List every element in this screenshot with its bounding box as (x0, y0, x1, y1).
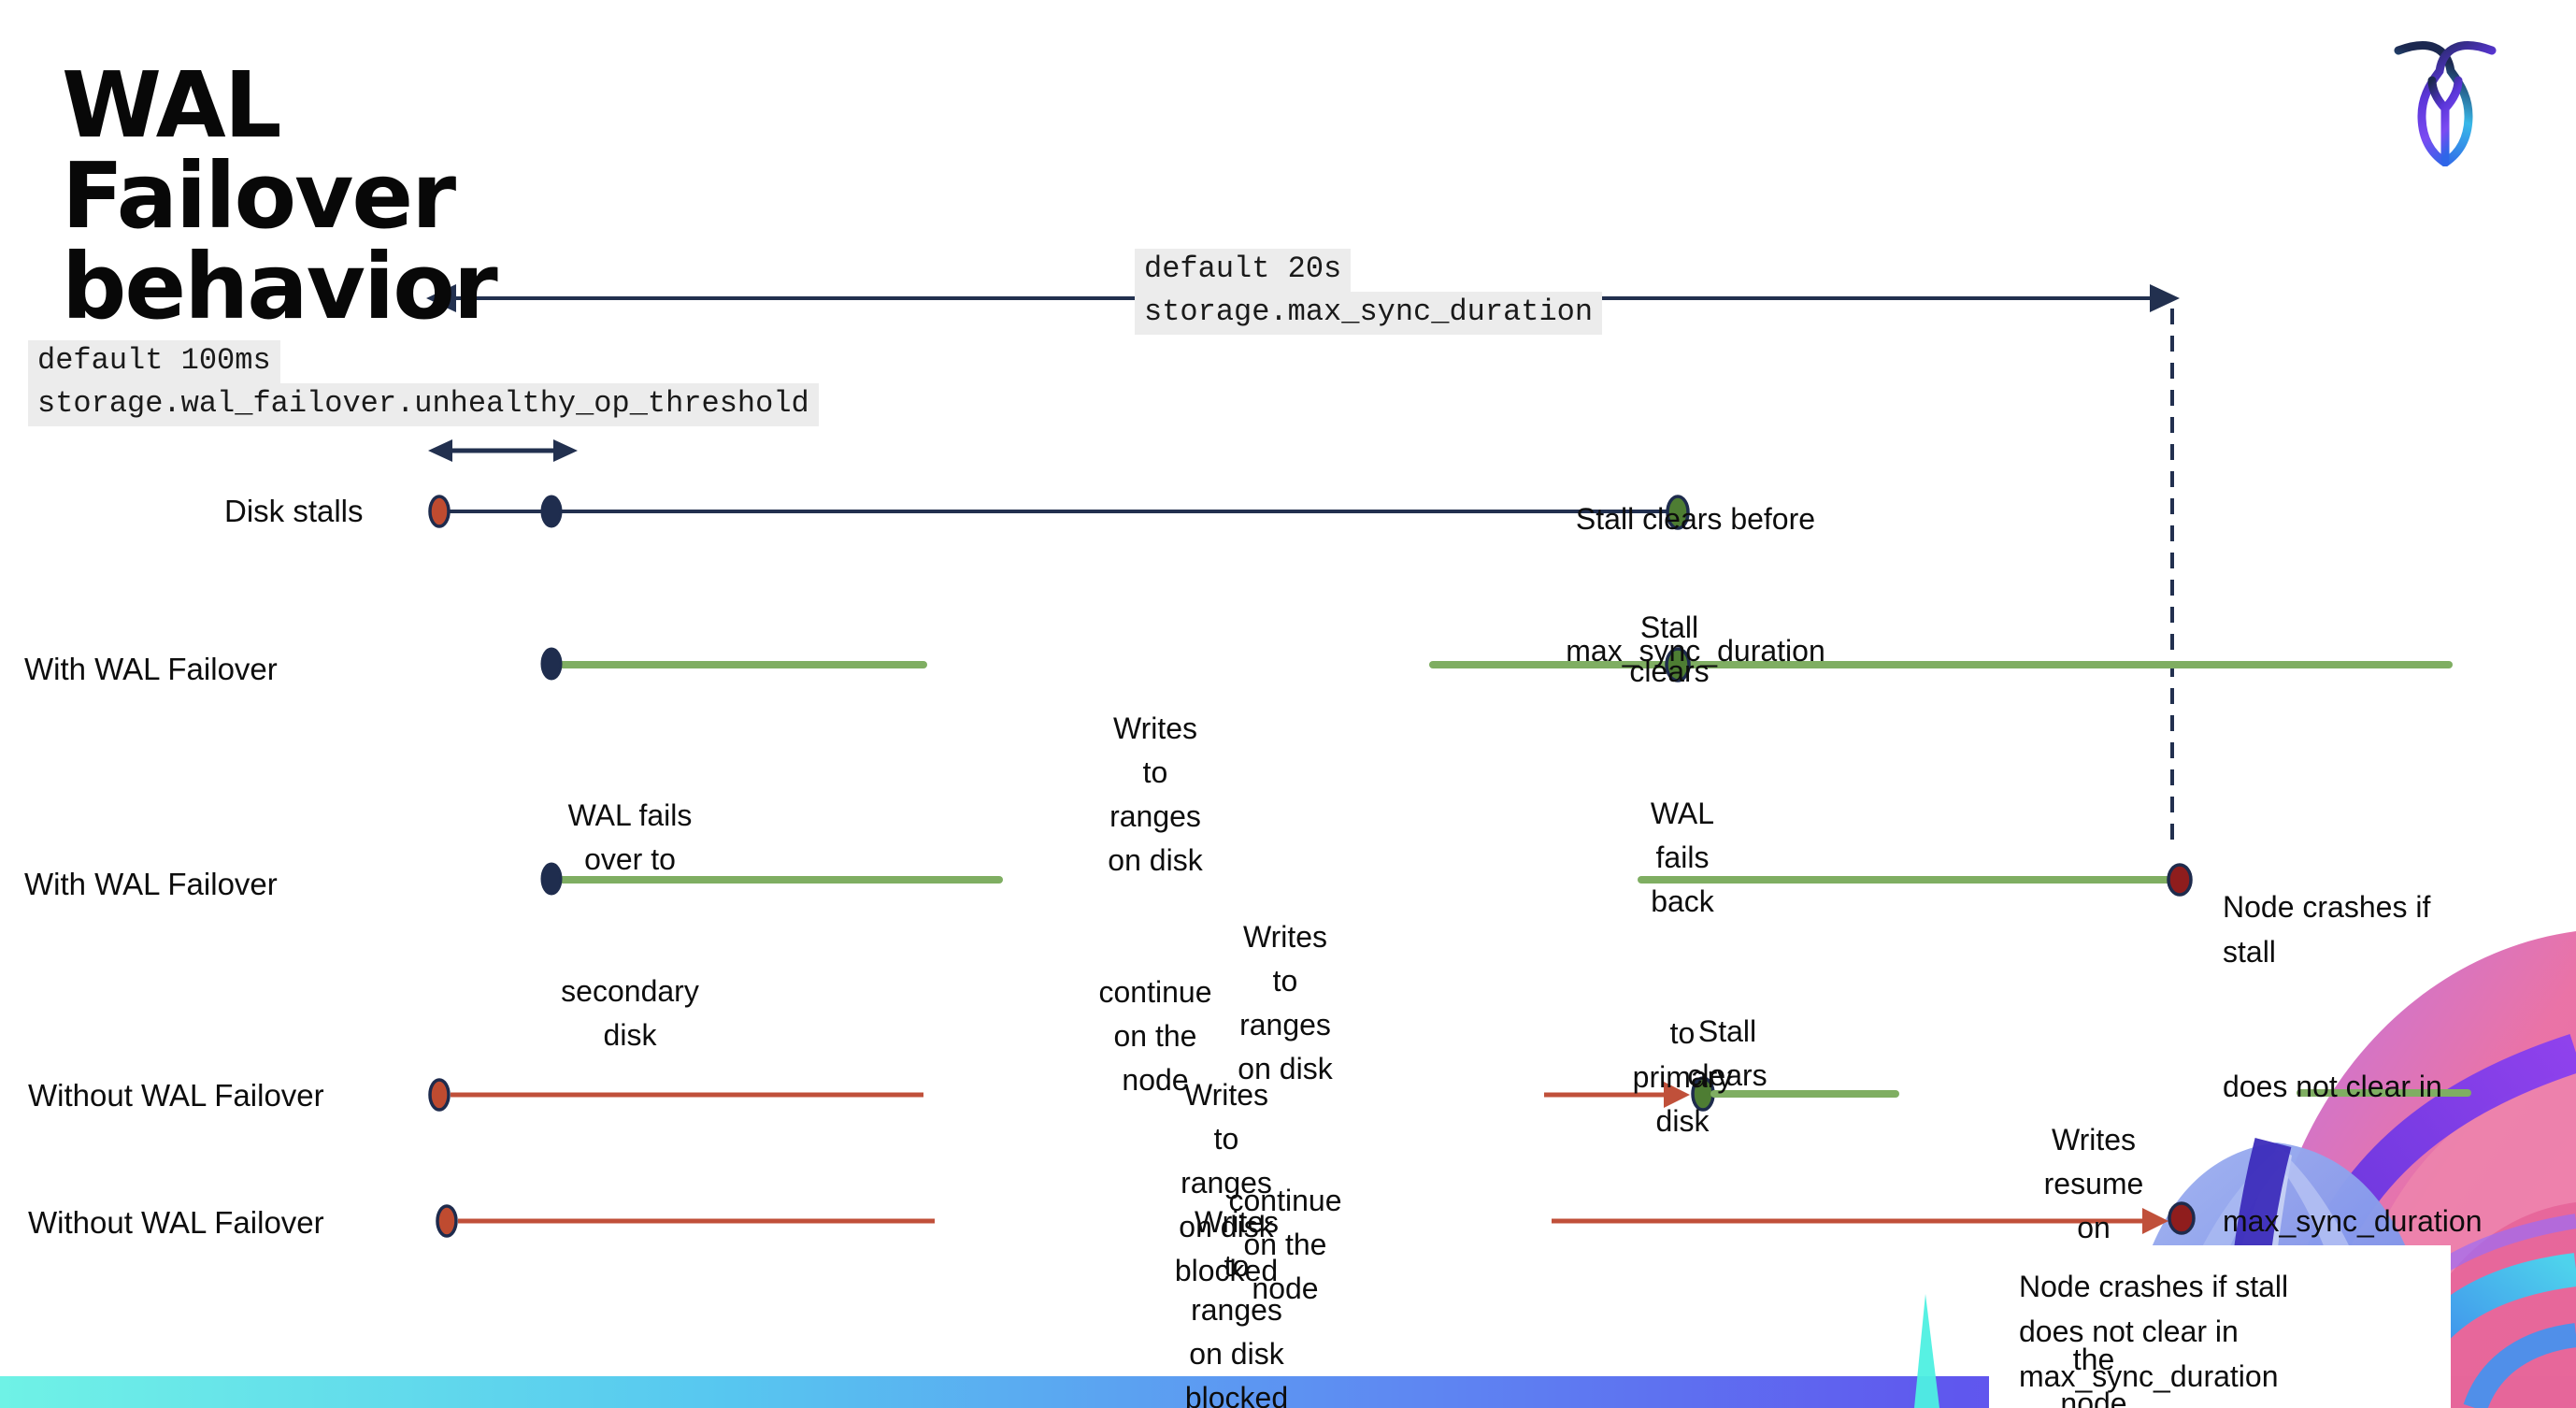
row-label-without-wal-failover-2: Without WAL Failover (28, 1205, 324, 1240)
arrowhead-right-icon (2150, 284, 2180, 312)
failover-dot (540, 647, 563, 681)
node-crash-dot (2167, 863, 2193, 897)
annotation-node-crashes: Node crashes if stall does not clear in … (2223, 795, 2482, 1333)
stall-clears-dot (1666, 495, 1690, 530)
stall-start-dot (428, 495, 451, 528)
row-label-with-wal-failover-1: With WAL Failover (24, 652, 278, 686)
stall-start-dot (428, 1078, 451, 1112)
arrowhead-right-icon (1664, 1082, 1690, 1108)
page-title: WAL Failover behavior (62, 52, 498, 339)
cockroachdb-logo-icon (2394, 41, 2497, 166)
art-cyan-sliver (1914, 1294, 1939, 1408)
annotation-stall-clears-4: Stall clears (1687, 1014, 1767, 1092)
max-sync-default-label: default 20s (1135, 249, 1352, 292)
annotation-stall-clears-2: Stall clears (1629, 611, 1710, 688)
arrowhead-left-icon (428, 439, 452, 462)
stall-clears-dot (1665, 647, 1691, 682)
annotation-line: max_sync_duration (2223, 1204, 2483, 1238)
threshold-setting-name: storage.wal_failover.unhealthy_op_thresh… (28, 383, 819, 426)
annotation-writes-continue-2: Writes to ranges on disk continue on the… (1229, 827, 1342, 1399)
row-label-with-wal-failover-2: With WAL Failover (24, 867, 278, 901)
annotation-line: continue on the node (1228, 1184, 1351, 1305)
annotation-line: Writes to ranges on disk (1108, 711, 1209, 877)
row-label-disk-stalls: Disk stalls (224, 494, 364, 528)
annotation-line: max_sync_duration (1566, 634, 1825, 668)
annotation-writes-continue-1: Writes to ranges on disk continue on the… (1099, 619, 1212, 1190)
annotation-line: Writes resume on (2043, 1123, 2153, 1244)
arrowhead-left-icon (426, 284, 456, 312)
annotation-line: Node crashes if stall (2223, 890, 2440, 969)
annotation-line: Writes to ranges on disk (1238, 920, 1339, 1085)
row-label-without-wal-failover-1: Without WAL Failover (28, 1078, 324, 1113)
annotation-line: continue on the node (1098, 975, 1221, 1097)
failover-dot (540, 862, 563, 896)
stall-start-dot (436, 1204, 458, 1238)
annotation-writes-resume: Writes resume on the node (2044, 1030, 2144, 1408)
annotation-line: to primary disk (1632, 1016, 1741, 1138)
annotation-line: secondary disk (561, 974, 708, 1052)
node-crash-dot (2168, 1201, 2196, 1235)
annotation-line: Stall clears before (1575, 502, 1816, 536)
annotation-wal-fails-over: WAL fails over to secondary disk (561, 706, 699, 1145)
callout-line: Node crashes if stall (2019, 1270, 2289, 1303)
annotation-writes-blocked-1: Writes to ranges on disk blocked (1174, 1078, 1291, 1287)
annotation-line: WAL fails over to (567, 798, 701, 876)
node-crashes-callout-text: Node crashes if stall does not clear in … (1989, 1245, 2451, 1399)
annotation-stall-clears-before: Stall clears before max_sync_duration (1566, 409, 1825, 761)
annotation-line: does not clear in (2223, 1070, 2442, 1103)
annotation-line: WAL fails back (1650, 797, 1726, 918)
annotation-wal-fails-back: WAL fails back to primary disk (1633, 704, 1733, 1231)
max-sync-setting-name: storage.max_sync_duration (1135, 292, 1603, 335)
callout-line: does not clear in (2019, 1315, 2239, 1348)
logo-inner-y (2427, 76, 2463, 164)
callout-line: max_sync_duration (2019, 1359, 2279, 1393)
annotation-writes-blocked-2: Writes to ranges on disk blocked (1184, 1205, 1301, 1408)
art-blue-arc (2463, 1323, 2576, 1408)
node-crashes-callout-box: Node crashes if stall does not clear in … (1989, 1245, 2451, 1408)
threshold-dot (540, 495, 563, 528)
arrowhead-right-icon (553, 439, 578, 462)
arrowhead-right-icon (2142, 1208, 2168, 1234)
threshold-default-label: default 100ms (28, 340, 280, 383)
annotation-line: the node (2060, 1343, 2127, 1408)
